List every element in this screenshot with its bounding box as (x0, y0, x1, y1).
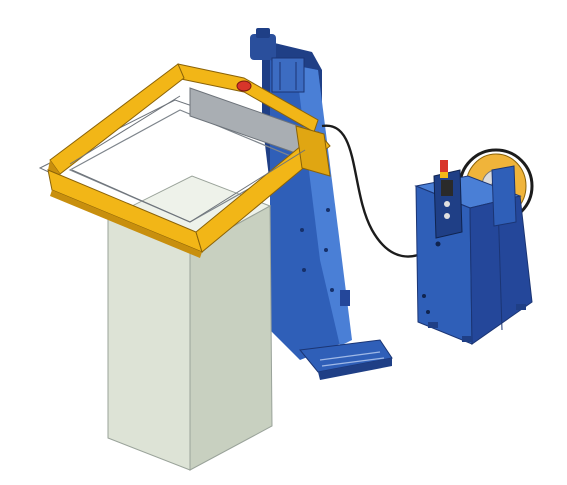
power-cable (321, 124, 435, 258)
yellow-strapping-frame (38, 63, 331, 258)
column-base (299, 339, 393, 380)
control-unit (414, 148, 534, 345)
